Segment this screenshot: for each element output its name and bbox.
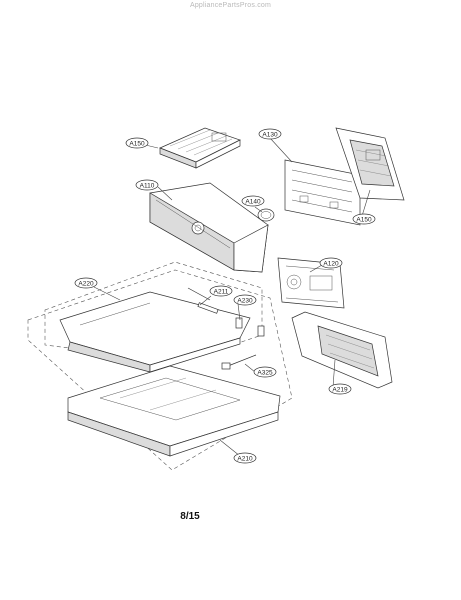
rear-frame-part: [335, 127, 405, 201]
base-assembly-boundary: [27, 269, 293, 471]
svg-text:A150: A150: [129, 141, 145, 148]
display-pcb-part: [284, 159, 361, 226]
main-pcb-part: [277, 257, 345, 309]
svg-text:A325: A325: [257, 370, 273, 377]
callout-a150-top: A150: [125, 137, 149, 149]
svg-text:A140: A140: [245, 199, 261, 206]
callout-a325: A325: [253, 366, 277, 378]
callout-a140: A140: [241, 195, 265, 207]
svg-text:A110: A110: [140, 183, 155, 190]
side-bracket-part: [291, 311, 393, 389]
svg-text:A120: A120: [323, 261, 339, 268]
callout-a130: A130: [258, 128, 282, 140]
callout-a219: A219: [328, 383, 352, 395]
lid-part: [59, 291, 251, 373]
callout-a220: A220: [74, 277, 98, 289]
callout-a120: A120: [319, 257, 343, 269]
small-switch-part: [221, 354, 257, 370]
hinge-parts: [187, 287, 265, 337]
top-bracket-part: [159, 127, 241, 169]
svg-text:A220: A220: [78, 281, 94, 288]
control-panel-part: [149, 182, 269, 273]
svg-text:A130: A130: [262, 132, 278, 139]
svg-text:A219: A219: [332, 387, 348, 394]
callout-a211: A211: [209, 285, 233, 297]
watermark-text: AppliancePartsPros.com: [189, 2, 272, 9]
callout-a150-right: A150: [352, 213, 376, 225]
svg-text:A211: A211: [214, 289, 229, 296]
svg-text:A210: A210: [237, 456, 253, 463]
callout-a210: A210: [233, 452, 257, 464]
svg-text:A230: A230: [237, 298, 253, 305]
callout-a230: A230: [233, 294, 257, 306]
callout-a110: A110: [135, 179, 159, 191]
svg-text:A150: A150: [356, 217, 372, 224]
base-cover-part: [67, 365, 281, 457]
page-number: 8/15: [180, 511, 200, 522]
